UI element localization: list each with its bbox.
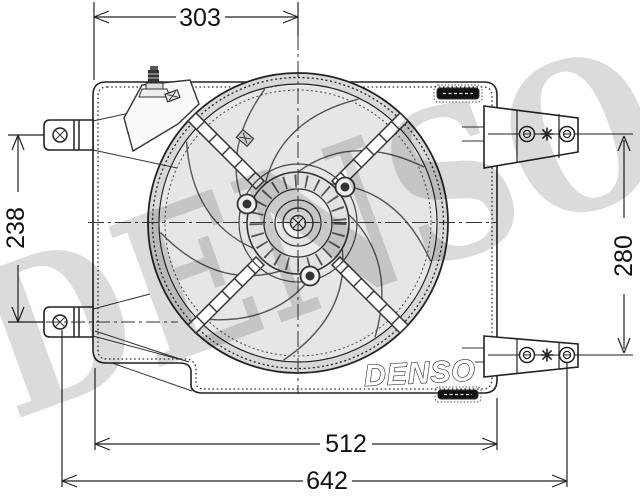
dimension-top-width <box>93 2 299 80</box>
right-bracket-lower <box>462 335 633 378</box>
left-bracket-upper <box>43 107 178 169</box>
dim-label-512: 512 <box>325 430 367 458</box>
bracket-star-hole <box>539 126 555 142</box>
dim-label-238: 238 <box>2 207 30 249</box>
motor-bolt-lugs <box>236 176 356 287</box>
edge-clip <box>164 89 181 103</box>
bracket-hole <box>558 346 576 364</box>
left-bracket-lower <box>43 293 187 362</box>
dim-label-280: 280 <box>610 235 638 277</box>
part-label-bottom <box>434 386 482 403</box>
dimension-shroud-width <box>94 368 498 451</box>
dim-label-642: 642 <box>306 467 348 495</box>
right-bracket-upper <box>462 105 633 169</box>
part-label-top <box>433 84 483 103</box>
dimension-right-height <box>617 135 631 354</box>
centerlines <box>88 34 497 394</box>
dimension-annotations <box>8 2 631 488</box>
top-mount-plate <box>123 66 200 153</box>
dim-label-303: 303 <box>179 4 221 32</box>
bracket-hole <box>518 346 536 364</box>
bracket-hole <box>558 125 576 143</box>
bracket-star-hole <box>539 347 555 363</box>
arm-clip <box>235 128 255 148</box>
bracket-hole <box>518 125 536 143</box>
shroud-step-gussets <box>94 330 193 392</box>
svg-text:DENSO: DENSO <box>363 354 476 393</box>
shroud-brand-logo: DENSO DENSO <box>361 352 479 396</box>
dimension-overall-width <box>61 330 568 488</box>
mount-bolt <box>138 66 171 98</box>
dimension-left-height <box>8 134 44 323</box>
